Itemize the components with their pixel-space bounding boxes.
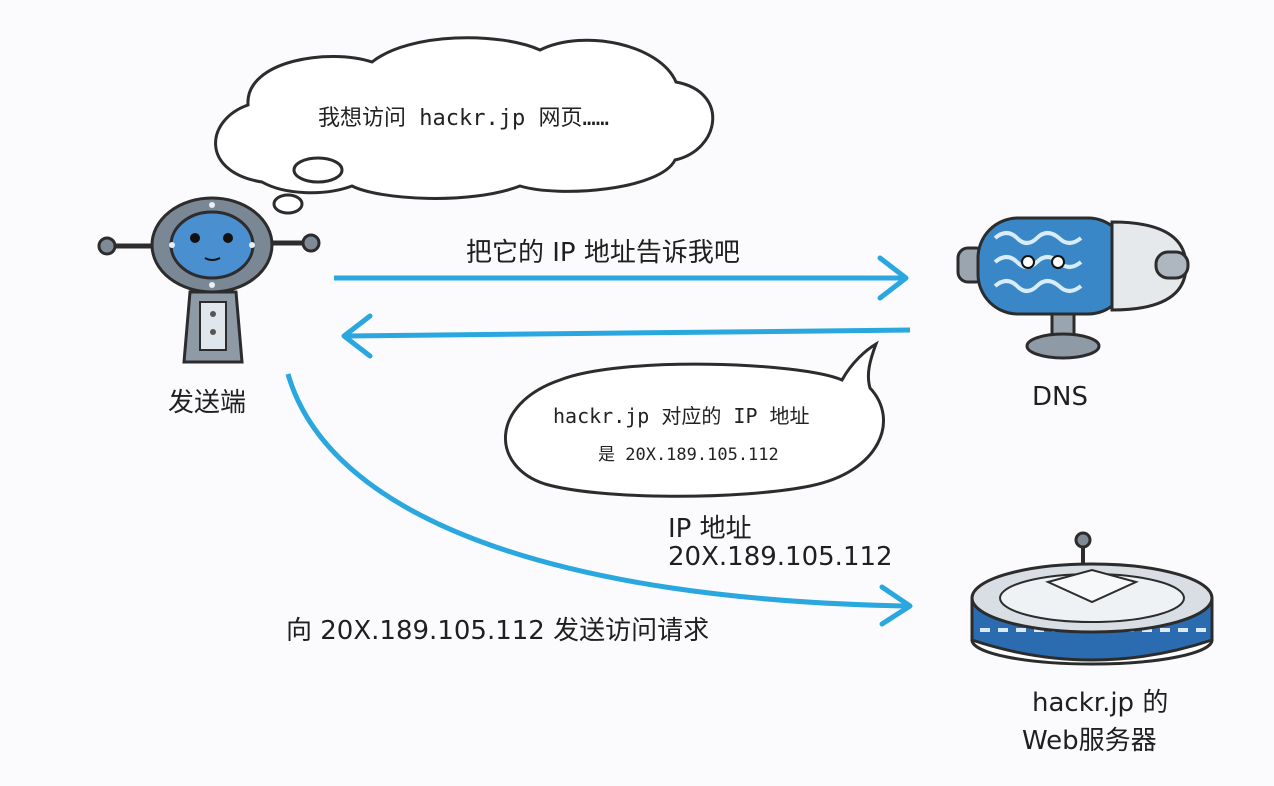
robot-icon (97, 196, 321, 364)
web-server-label-line2: Web服务器 (1022, 726, 1157, 756)
dns-reply-bubble (504, 340, 885, 498)
web-server-label-line1: hackr.jp 的 (1032, 688, 1169, 718)
dns-label: DNS (1032, 382, 1088, 412)
access-request-label: 向 20X.189.105.112 发送访问请求 (286, 616, 710, 646)
sender-label: 发送端 (168, 388, 247, 418)
arrow-request-label: 把它的 IP 地址告诉我吧 (466, 238, 740, 268)
web-server-icon (970, 531, 1214, 666)
dns-server-icon (956, 216, 1190, 360)
arrow-access (285, 373, 913, 627)
thought-bubble-text: 我想访问 hackr.jp 网页…… (318, 106, 609, 131)
ip-info-line1: IP 地址 (668, 514, 752, 544)
arrow-reply (341, 313, 911, 359)
dns-reply-line1: hackr.jp 对应的 IP 地址 (553, 404, 810, 428)
arrow-request (334, 255, 909, 301)
dns-reply-line2: 是 20X.189.105.112 (598, 445, 779, 465)
thought-bubble (214, 36, 715, 215)
ip-info-line2: 20X.189.105.112 (668, 542, 893, 572)
